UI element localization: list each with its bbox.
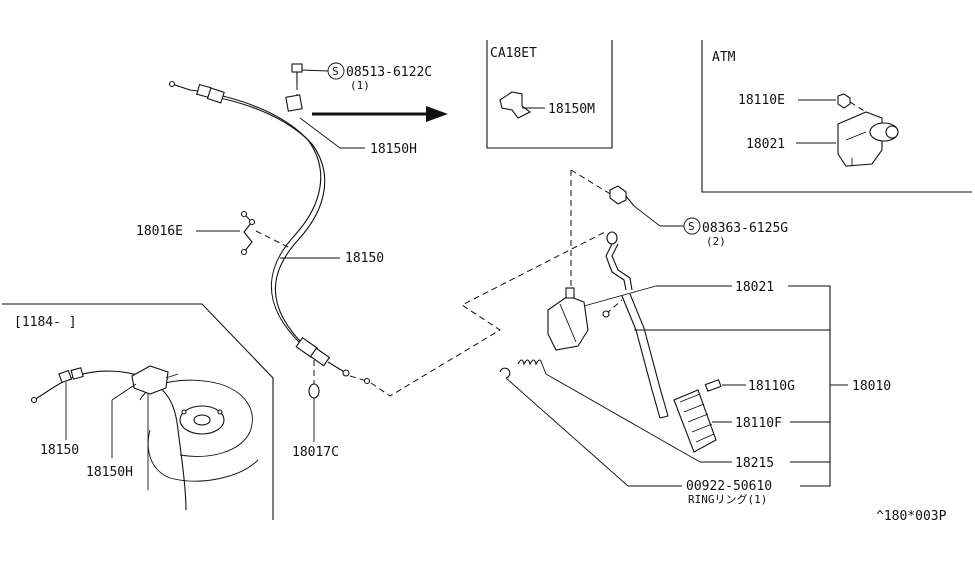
pedal-top-clip [605,231,633,291]
label-18110g: 18110G [748,379,795,394]
label-18010: 18010 [852,379,891,394]
label-ca18et: CA18ET [490,46,537,61]
inset-box [2,303,274,520]
stopper-18110g [704,379,746,392]
label-pedal-18021: 18021 [735,280,774,295]
nut-18110e [837,93,867,113]
s-symbol-2: S [688,220,695,233]
inset-cable [30,365,187,511]
label-18016e: 18016E [136,224,183,239]
ring-00922-50610 [499,367,682,487]
label-ring-desc: RINGリング(1) [688,492,767,506]
label-18017c: 18017C [292,445,339,460]
clip-18017c [308,360,320,442]
label-inset-range: [1184- ] [14,315,77,330]
inset-body [139,379,259,482]
grommet-18016e [196,210,291,256]
s-symbol-1: S [332,65,339,78]
spring-18215 [517,359,732,463]
label-atm: ATM [712,50,736,65]
diagram-code: ^180*003P [876,509,947,524]
pedal-pad-18110f [673,389,732,453]
label-18150: 18150 [345,251,384,266]
label-inset-18150: 18150 [40,443,79,458]
label-atm-18110e: 18110E [738,93,785,108]
cable-route-dashed [349,231,606,397]
label-08513-6122c: 08513-6122C [346,65,432,80]
atm-box [701,40,972,193]
label-18150h: 18150H [370,142,417,157]
label-08363-6125g: 08363-6125G [702,221,788,236]
pedal-arm [602,293,669,419]
bolt-08363-6125g [609,185,701,235]
assembly-bracket-18010 [634,285,848,487]
label-08363-6125g-qty: (2) [706,235,726,248]
atm-bracket-18021 [837,111,899,167]
label-08513-6122c-qty: (1) [350,79,370,92]
clip-18150h [285,94,365,149]
label-18150m: 18150M [548,102,595,117]
screw-08513-6122c [291,62,345,100]
label-inset-18150h: 18150H [86,465,133,480]
accelerator-cable [168,80,350,377]
pedal-bracket-18021 [547,285,732,351]
label-18110f: 18110F [735,416,782,431]
label-18215: 18215 [735,456,774,471]
ca18et-box [486,40,613,149]
label-00922-50610: 00922-50610 [686,479,772,494]
bolt-dash-2 [570,169,613,196]
bracket-18150m [499,91,545,119]
label-atm-18021: 18021 [746,137,785,152]
arrow-right-icon [312,106,448,122]
